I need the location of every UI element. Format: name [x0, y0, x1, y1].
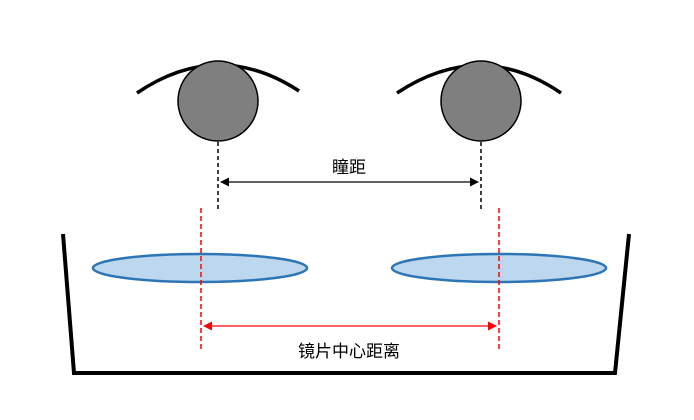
right-pupil: [440, 60, 522, 142]
pupil-distance-label: 瞳距: [332, 158, 366, 178]
left-lens: [91, 252, 309, 284]
glasses-frame: [61, 233, 631, 375]
lens-center-distance-label: 镜片中心距离: [298, 342, 400, 362]
left-pupil: [177, 60, 259, 142]
